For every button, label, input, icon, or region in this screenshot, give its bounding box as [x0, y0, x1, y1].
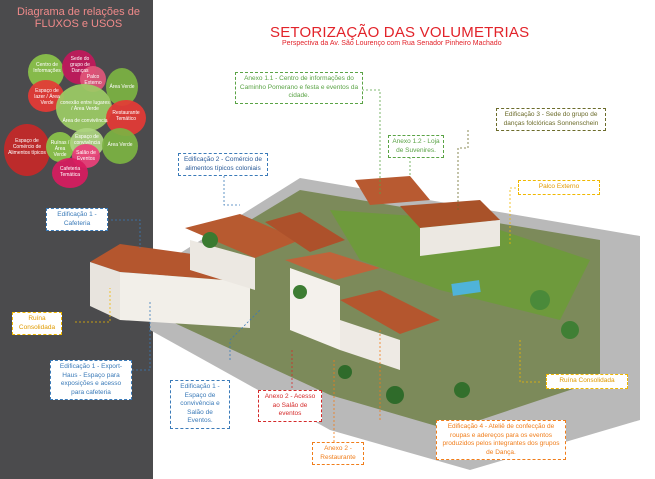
tree	[454, 382, 470, 398]
bubble-label: Espaço de convivência	[74, 134, 101, 146]
callout-edif1conv: Edificação 1 - Espaço de convivência e S…	[170, 380, 230, 429]
bubble-label: Palco Externo	[84, 74, 102, 86]
bubble-area-verde-1	[106, 68, 138, 106]
bubble-label: conexão entre lugares / Área Verde	[60, 100, 110, 112]
bubble-alimentos	[4, 124, 50, 176]
building-roof-3	[265, 212, 345, 252]
bubble-label: Área de convivência	[62, 118, 108, 124]
callout-anexo12: Anexo 1.2 - Loja de Suvenires.	[388, 135, 444, 158]
leader-ruina2	[519, 340, 540, 383]
building-roof-4	[285, 252, 380, 280]
garden-area	[330, 210, 590, 320]
callout-anexo11: Anexo 1.1 - Centro de informações do Cam…	[235, 72, 363, 104]
leader-ruina1	[75, 288, 111, 323]
bubble-label: Salão de Eventos	[76, 150, 96, 162]
bubble-label: Cafeteria Temática	[59, 166, 81, 178]
bubble-label: Espaço de Comércio de Alimentos típicos	[8, 138, 46, 156]
leader-palco	[509, 187, 520, 245]
callout-edif1: Edificação 1 - Cafeteria	[46, 208, 108, 231]
leader-edif1	[107, 219, 141, 248]
building-roof-2	[185, 214, 300, 258]
callout-edif2: Edificação 2 - Comércio de alimentos típ…	[178, 153, 268, 176]
bubble-label: Área Verde	[107, 142, 133, 148]
building-roof-7	[400, 200, 500, 228]
bubble-label: Ruínas / Área Verde	[50, 140, 70, 158]
page-subtitle: Perspectiva da Av. São Lourenço com Rua …	[282, 40, 502, 47]
bubble-conexao	[56, 84, 112, 132]
tree	[386, 386, 404, 404]
callout-edif3: Edificação 3 - Sede do grupo de danças f…	[496, 108, 606, 131]
callout-edif1export: Edificação 1 - Export-Haus - Espaço para…	[50, 360, 132, 400]
callout-edif4: Edificação 4 - Ateliê de confecção de ro…	[436, 420, 566, 460]
bubble-label: Restaurante Temático	[112, 110, 140, 122]
page-title: SETORIZAÇÃO DAS VOLUMETRIAS	[270, 24, 530, 41]
bubble-cafeteria	[52, 158, 88, 188]
bubble-label: Centro de Informações	[33, 62, 61, 74]
building-wall-1b	[120, 272, 250, 328]
callout-ruina1: Ruína Consolidada	[12, 312, 62, 335]
leader-edif3	[457, 130, 469, 210]
bubble-area-verde-2	[102, 128, 138, 164]
bubble-ruinas	[46, 132, 74, 162]
tree	[561, 321, 579, 339]
tree	[293, 285, 307, 299]
building-roof-6	[355, 176, 430, 205]
leader-edif2	[223, 176, 240, 206]
building-wall-1	[90, 262, 120, 320]
callout-anexo2rest: Anexo 2 - Restaurante	[312, 442, 364, 465]
bubble-label: Espaço de lazer / Área Verde	[34, 88, 60, 106]
tree	[338, 365, 352, 379]
pool	[451, 280, 481, 296]
callout-palco: Palco Externo	[518, 180, 600, 195]
leader-anexo11	[362, 89, 381, 196]
leader-edif1conv	[229, 309, 261, 360]
tree	[202, 232, 218, 248]
sidebar-title: Diagrama de relações de FLUXOS e USOS	[17, 6, 140, 30]
building-wall-5	[340, 320, 400, 370]
callout-ruina2: Ruína Consolidada	[546, 374, 628, 389]
building-wall-2	[190, 240, 255, 290]
tree	[530, 290, 550, 310]
building-roof-5	[340, 290, 440, 334]
building-wall-7	[420, 220, 500, 256]
callout-anexo2acesso: Anexo 2 - Acesso ao Salão de eventos	[258, 390, 322, 422]
bubble-label: Área Verde	[109, 84, 135, 90]
bubble-label: Sede do grupo de Danças	[70, 56, 90, 74]
